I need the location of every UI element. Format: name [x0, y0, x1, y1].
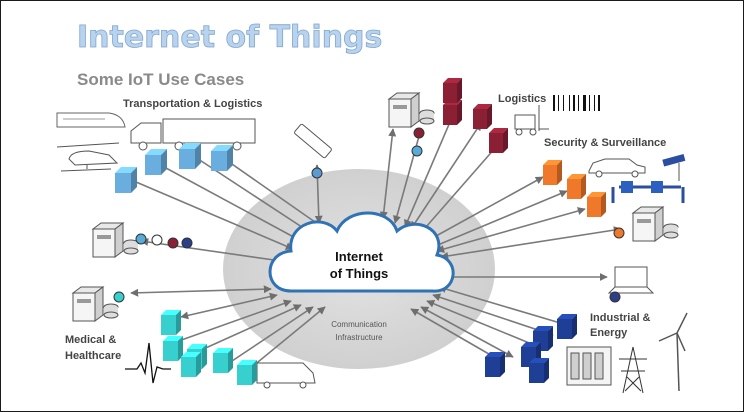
ecg-icon	[125, 342, 171, 384]
device-dots	[113, 127, 625, 303]
device-dot	[135, 233, 147, 245]
diagram-subtitle: Some IoT Use Cases	[77, 70, 244, 89]
sensor-cube	[587, 192, 606, 217]
truck-icon	[130, 118, 256, 151]
sensor-cube	[473, 104, 492, 129]
sensor-cube	[485, 352, 505, 377]
connection-arrow	[218, 154, 326, 230]
sensor-cube	[543, 160, 562, 185]
industrial-machine-icon	[566, 346, 612, 386]
device-dot	[413, 127, 425, 139]
wind-turbine-icon	[658, 312, 688, 392]
server-icon	[71, 286, 119, 322]
laptop-icon	[607, 266, 655, 294]
barcode-icon	[553, 95, 600, 111]
connection-arrow	[246, 306, 326, 372]
connection-arrow	[440, 226, 622, 260]
device-dot	[151, 234, 163, 246]
device-dot	[609, 291, 621, 303]
sensor-cube	[115, 167, 137, 193]
connection-arrow	[379, 128, 397, 220]
diagram-title: Internet of Things	[77, 20, 382, 55]
internet-cloud	[268, 211, 455, 293]
cloud-label-line1: Internet	[335, 249, 383, 264]
device-dot	[311, 167, 323, 179]
sensor-cube	[443, 78, 462, 103]
sensor-cube	[213, 348, 233, 373]
power-tower-icon	[619, 346, 647, 394]
device-dot	[181, 237, 193, 249]
handheld-device-icon	[294, 123, 332, 159]
device-dot	[613, 227, 625, 239]
sensor-cube	[443, 100, 462, 125]
servers	[71, 92, 679, 322]
cloud-label-line2: of Things	[330, 266, 389, 281]
car-icon	[588, 158, 646, 178]
connection-arrows	[128, 114, 622, 372]
sensor-cube	[179, 143, 201, 169]
device-dot	[411, 145, 423, 157]
forklift-icon	[514, 105, 549, 136]
sensor-cube	[529, 358, 549, 383]
label-medical-line2: Healthcare	[65, 350, 121, 362]
sensor-cube	[163, 336, 183, 361]
connection-arrow	[140, 238, 282, 264]
infrastructure-label-line2: Infrastructure	[335, 333, 383, 342]
device-dot	[113, 291, 125, 303]
server-icon	[631, 206, 679, 242]
sensor-cube	[211, 145, 233, 171]
train-icon	[56, 112, 126, 128]
sensor-cube	[557, 314, 577, 339]
sensor-cube	[489, 128, 508, 153]
security-camera-icon	[662, 154, 686, 181]
label-transportation-logistics: Transportation & Logistics	[123, 98, 262, 110]
server-icon	[387, 92, 435, 128]
connection-arrow	[130, 285, 272, 297]
sensor-cube	[181, 352, 201, 377]
infrastructure-label-line1: Communication	[331, 320, 387, 329]
helicopter-icon	[56, 142, 120, 172]
server-icon	[91, 222, 139, 258]
sensor-nodes	[115, 78, 606, 385]
sensor-cube	[567, 174, 586, 199]
connection-arrow	[410, 308, 502, 362]
label-industrial-line2: Energy	[590, 327, 628, 339]
label-medical-line1: Medical &	[65, 334, 116, 346]
device-dot	[167, 237, 179, 249]
sensor-cube	[145, 149, 167, 175]
label-security-surveillance: Security & Surveillance	[544, 137, 666, 149]
label-logistics: Logistics	[498, 93, 546, 105]
surveillance-rail-icon	[611, 181, 685, 203]
ambulance-icon	[256, 362, 316, 389]
label-industrial-line1: Industrial &	[590, 312, 651, 324]
sensor-cube	[161, 310, 181, 335]
sensor-cube	[237, 360, 257, 385]
